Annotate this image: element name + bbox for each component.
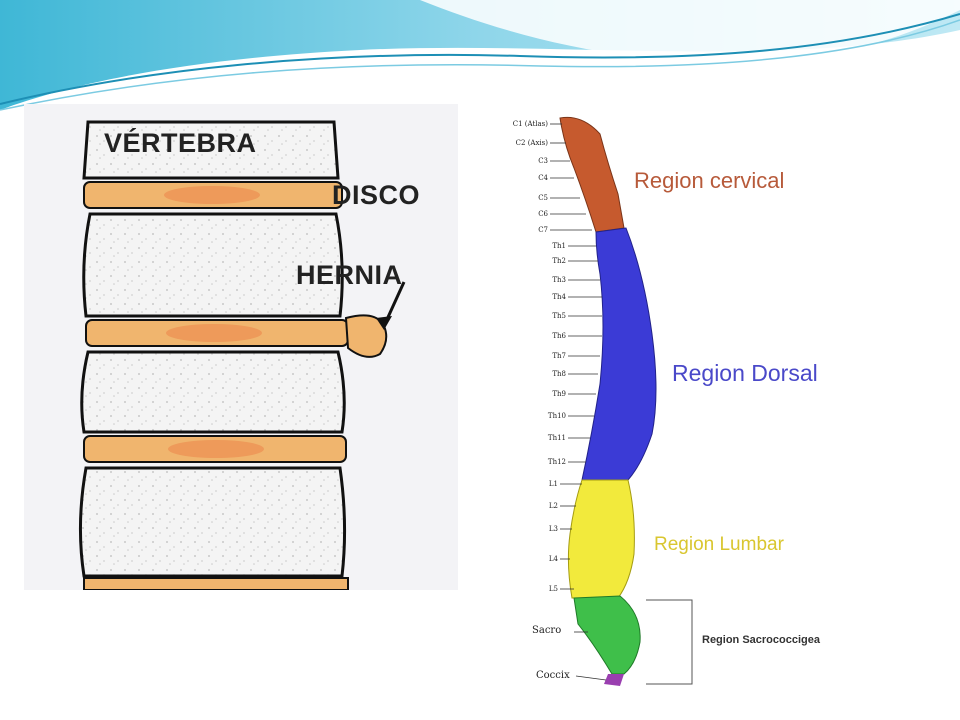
vertebra-label: C2 (Axis)	[515, 139, 548, 147]
coccix-label: Coccix	[536, 670, 570, 681]
spine-cervical	[559, 116, 625, 233]
region-lumbar-label: Region Lumbar	[654, 534, 784, 555]
spine-sacro	[573, 595, 641, 675]
vertebra-label: Th10	[547, 412, 566, 420]
vertebra-label: Th12	[547, 458, 566, 466]
vertebra-label: L5	[548, 585, 558, 593]
vertebra-label: Th7	[552, 352, 566, 360]
vertebra-label: Th11	[547, 434, 566, 442]
vertebra-block	[82, 212, 344, 318]
vertebra-label: Th6	[552, 332, 566, 340]
vertebra-label: Th4	[552, 293, 566, 301]
region-cervical-label: Region cervical	[634, 168, 785, 193]
vertebra-label: C5	[538, 194, 548, 202]
label-vertebra: VÉRTEBRA	[104, 128, 257, 158]
vertebra-label: L1	[548, 480, 558, 488]
disc-hernia-diagram: VÉRTEBRA DISCO HERNIA	[24, 104, 458, 590]
region-dorsal-label: Region Dorsal	[672, 360, 818, 386]
vertebra-block	[82, 120, 340, 180]
vertebra-label: C6	[538, 210, 548, 218]
vertebra-label: Th2	[552, 257, 566, 265]
vertebra-label: C7	[538, 226, 548, 234]
vertebra-label: Th1	[552, 242, 566, 250]
spine-lumbar	[567, 479, 635, 599]
hernia-bulge	[344, 314, 388, 358]
vertebra-label: L2	[548, 502, 558, 510]
vertebra-label: L4	[548, 555, 558, 563]
spine-coccix	[604, 674, 624, 686]
vertebra-block	[80, 350, 346, 434]
region-sacrococcigea-label: Region Sacrococcigea	[702, 634, 820, 646]
vertebra-label: Th9	[552, 390, 566, 398]
header-wave-banner	[0, 0, 960, 111]
vertebra-block	[78, 466, 347, 578]
vertebra-label: C1 (Atlas)	[512, 120, 548, 128]
vertebra-label: C3	[538, 157, 548, 165]
spine-dorsal	[581, 227, 657, 481]
vertebra-label: C4	[538, 174, 548, 182]
label-disco: DISCO	[332, 180, 421, 210]
disc	[83, 577, 349, 590]
spine-regions-diagram: C1 (Atlas) C2 (Axis) C3 C4 C5 C6 C7 Th1 …	[496, 104, 848, 694]
label-hernia: HERNIA	[296, 260, 403, 290]
vertebra-label: L3	[548, 525, 558, 533]
vertebra-label: Th8	[552, 370, 566, 378]
sacro-label: Sacro	[532, 625, 562, 636]
vertebra-label: Th3	[552, 276, 566, 284]
sacro-bracket	[646, 599, 693, 685]
vertebra-label: Th5	[552, 312, 566, 320]
